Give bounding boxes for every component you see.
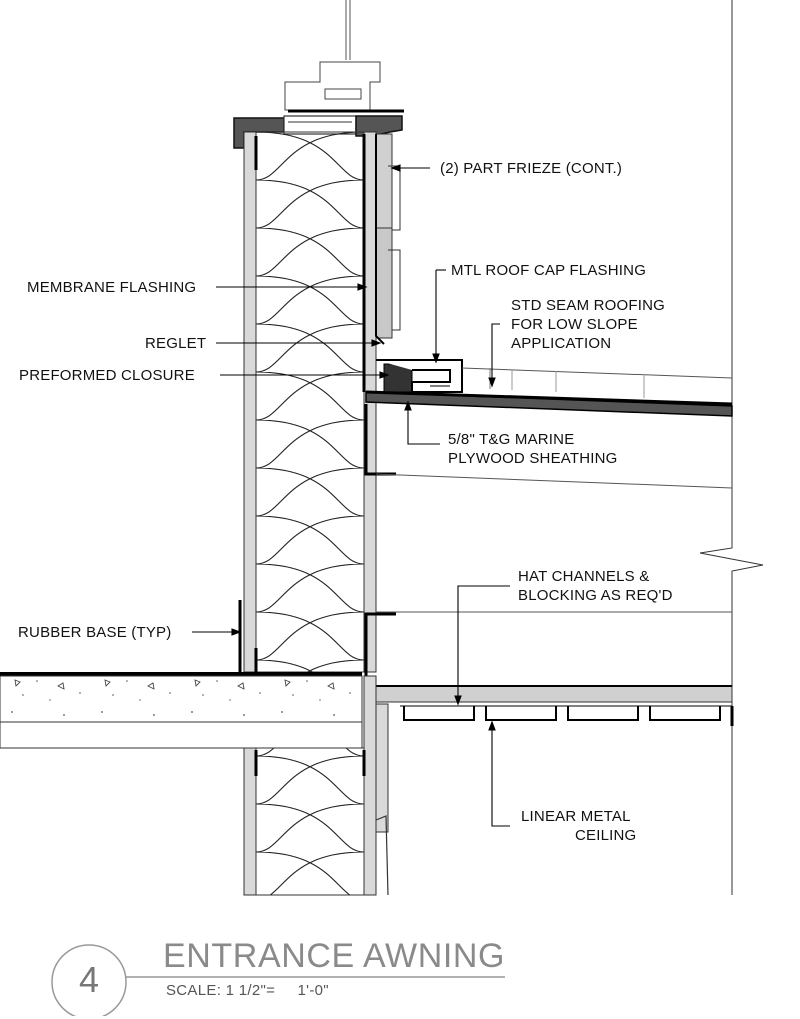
note-membrane-flashing: MEMBRANE FLASHING xyxy=(27,279,197,296)
note-preformed-closure: PREFORMED CLOSURE xyxy=(19,367,195,384)
wall-batt-insulation xyxy=(255,131,365,673)
parapet-cap-block xyxy=(284,61,381,111)
floor-finish xyxy=(0,672,362,676)
note-reglet: REGLET xyxy=(145,335,207,352)
note-plywood-1: 5/8" T&G MARINE xyxy=(448,431,575,448)
break-line xyxy=(699,540,764,895)
note-mtl-roof-cap: MTL ROOF CAP FLASHING xyxy=(451,262,647,279)
note-linear-ceiling-1: LINEAR METAL xyxy=(521,808,631,825)
concrete-slab xyxy=(0,675,363,723)
detail-bubble xyxy=(51,944,127,1016)
std-seam-roofing xyxy=(461,367,733,379)
wall-interior-board xyxy=(243,131,257,673)
drawing-title: ENTRANCE AWNING xyxy=(163,937,506,975)
note-std-seam-3: APPLICATION xyxy=(511,335,612,352)
note-rubber-base: RUBBER BASE (TYP) xyxy=(18,624,172,641)
hat-channel xyxy=(375,685,733,703)
awning-joist-lower xyxy=(364,612,396,686)
note-hat-channels-1: HAT CHANNELS & xyxy=(518,568,650,585)
note-plywood-2: PLYWOOD SHEATHING xyxy=(448,450,618,467)
note-linear-ceiling-2: CEILING xyxy=(575,827,637,844)
note-std-seam-1: STD SEAM ROOFING xyxy=(511,297,666,314)
leader-lines xyxy=(192,164,510,827)
mtl-roof-cap-flashing xyxy=(376,359,463,393)
note-std-seam-2: FOR LOW SLOPE xyxy=(511,316,638,333)
linear-metal-ceiling xyxy=(403,706,721,721)
drawing-scale: SCALE: 1 1/2"= 1'-0" xyxy=(166,982,329,999)
note-part-frieze: (2) PART FRIEZE (CONT.) xyxy=(440,160,623,177)
note-hat-channels-2: BLOCKING AS REQ'D xyxy=(518,587,673,604)
detail-number: 4 xyxy=(78,959,100,1000)
plywood-sheathing xyxy=(365,391,733,417)
